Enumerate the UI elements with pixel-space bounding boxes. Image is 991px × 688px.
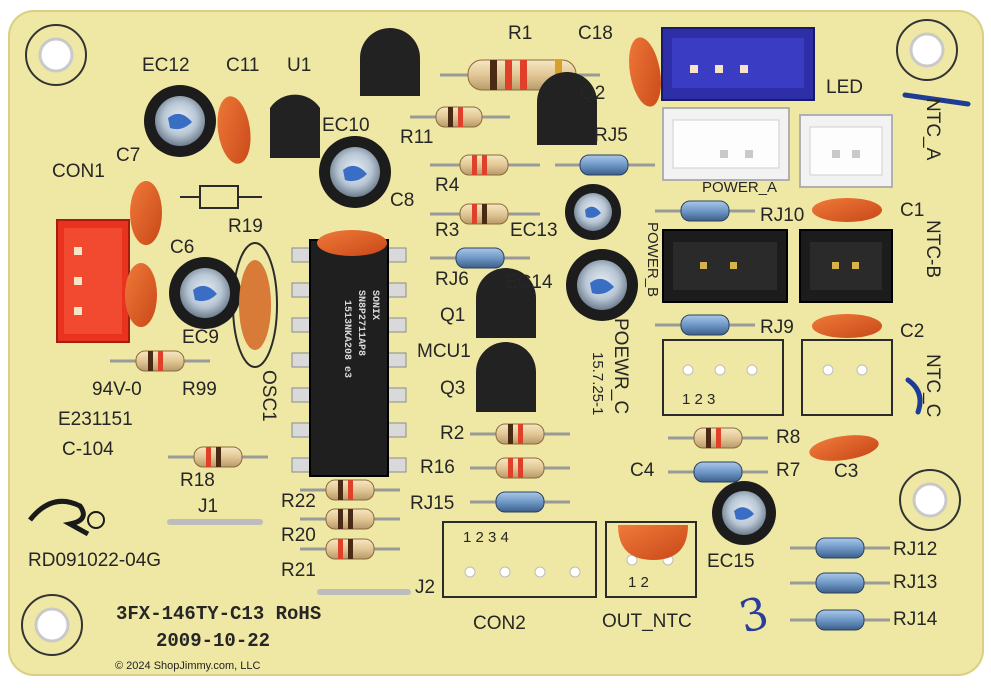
label-led: LED [826,77,863,98]
mount-hole [909,32,945,68]
label-r16: R16 [420,457,455,478]
label-con2: CON2 [473,613,526,634]
label-ntc-b: NTC-B [922,220,943,279]
mounting-holes [21,19,961,656]
label-j2: J2 [415,577,436,598]
ntc-c-outline [801,339,893,416]
led-connector [661,27,815,101]
label-ntc-c: NTC_C [922,354,943,418]
connector-pads [464,364,868,578]
label-osc1: OSC1 [258,370,279,422]
label-r22: R22 [281,491,316,512]
ntc-b-outline [662,339,784,416]
label-rj6: RJ6 [435,269,469,290]
label-power-b: POWER_B [644,222,661,298]
out-ntc-outline [605,521,697,598]
label-ec15: EC15 [707,551,755,572]
copyright-notice: © 2024 ShopJimmy.com, LLC [115,660,261,672]
jumpers [167,519,411,595]
label-rj14: RJ14 [893,609,938,630]
label-rj15: RJ15 [410,493,455,514]
black-connectors [662,229,893,303]
label-ec10: EC10 [322,115,370,136]
manufacturer-logo [28,498,105,537]
label-ec9: EC9 [182,327,219,348]
label-q3: Q3 [440,378,466,399]
label-r11: R11 [400,127,434,148]
label-rj13: RJ13 [893,572,938,593]
electrolytic-capacitors [144,85,776,545]
mount-hole [21,594,83,656]
label-rj10: RJ10 [760,205,805,226]
mount-hole [34,607,70,643]
resistors-blue [430,154,890,631]
model-number: 3FX-146TY-C13 RoHS [116,603,322,625]
label-c6: C6 [170,237,195,258]
label-c7: C7 [116,145,141,166]
label-ec14: EC14 [505,272,553,293]
label-r7: R7 [776,460,801,481]
chip-brand: SONIX [369,290,380,321]
label-r1: R1 [508,23,533,44]
label-u1: U1 [287,55,312,76]
out-ntc-pin-numbers: 1 2 [628,574,649,591]
label-r18: R18 [180,470,215,491]
ul-file: E231151 [58,409,133,430]
mount-hole [912,482,948,518]
mount-hole [899,469,961,531]
white-connectors [662,107,893,188]
label-out-ntc: OUT_NTC [602,611,692,632]
ul-rating: 94V-0 [92,379,142,400]
label-ntc-a: NTC_A [922,98,943,161]
label-r21: R21 [281,560,316,581]
code-104: C-104 [62,439,114,460]
chip-model: SN8P2711AP8 [355,290,366,357]
label-rj9: RJ9 [760,317,794,338]
label-ec13: EC13 [510,220,558,241]
con2-outline [442,521,597,598]
label-q1: Q1 [440,305,466,326]
ntc-b-pin-numbers: 1 2 3 [682,391,716,408]
label-j1: J1 [198,496,219,517]
con1-connector [56,219,130,343]
label-mcu1: MCU1 [417,341,471,362]
label-c4: C4 [630,460,655,481]
mount-hole [38,37,74,73]
label-q2: Q2 [580,83,606,104]
label-con1: CON1 [52,161,105,182]
label-c8: C8 [390,190,415,211]
label-c11: C11 [226,55,260,76]
con2-pin-numbers: 1 2 3 4 [463,529,509,546]
label-rj5: RJ5 [594,125,628,146]
board-date: 2009-10-22 [156,630,271,652]
date-stamp: 15.7.25-1 [589,352,606,416]
label-rj12: RJ12 [893,539,938,560]
part-number: RD091022-04G [28,550,162,571]
mount-hole [896,19,958,81]
chip-code: 1513NKA208 e3 [341,300,352,379]
pen-marks [902,92,971,415]
label-r8: R8 [776,427,801,448]
label-r4: R4 [435,175,460,196]
label-poewr-c: POEWR_C [610,318,631,415]
label-r20: R20 [281,525,316,546]
r19-outline [199,185,239,209]
mount-hole [25,24,87,86]
label-r19: R19 [228,216,263,237]
label-c18: C18 [578,23,613,44]
label-power-a: POWER_A [702,179,778,196]
label-c3: C3 [834,461,859,482]
label-r99: R99 [182,379,217,400]
transistors [270,28,597,412]
label-c1: C1 [900,200,925,221]
label-ec12: EC12 [142,55,190,76]
ceramic-capacitors [125,37,882,560]
label-r2: R2 [440,423,465,444]
label-c2: C2 [900,321,925,342]
mcu1-ic [291,239,407,477]
label-r3: R3 [435,220,460,241]
